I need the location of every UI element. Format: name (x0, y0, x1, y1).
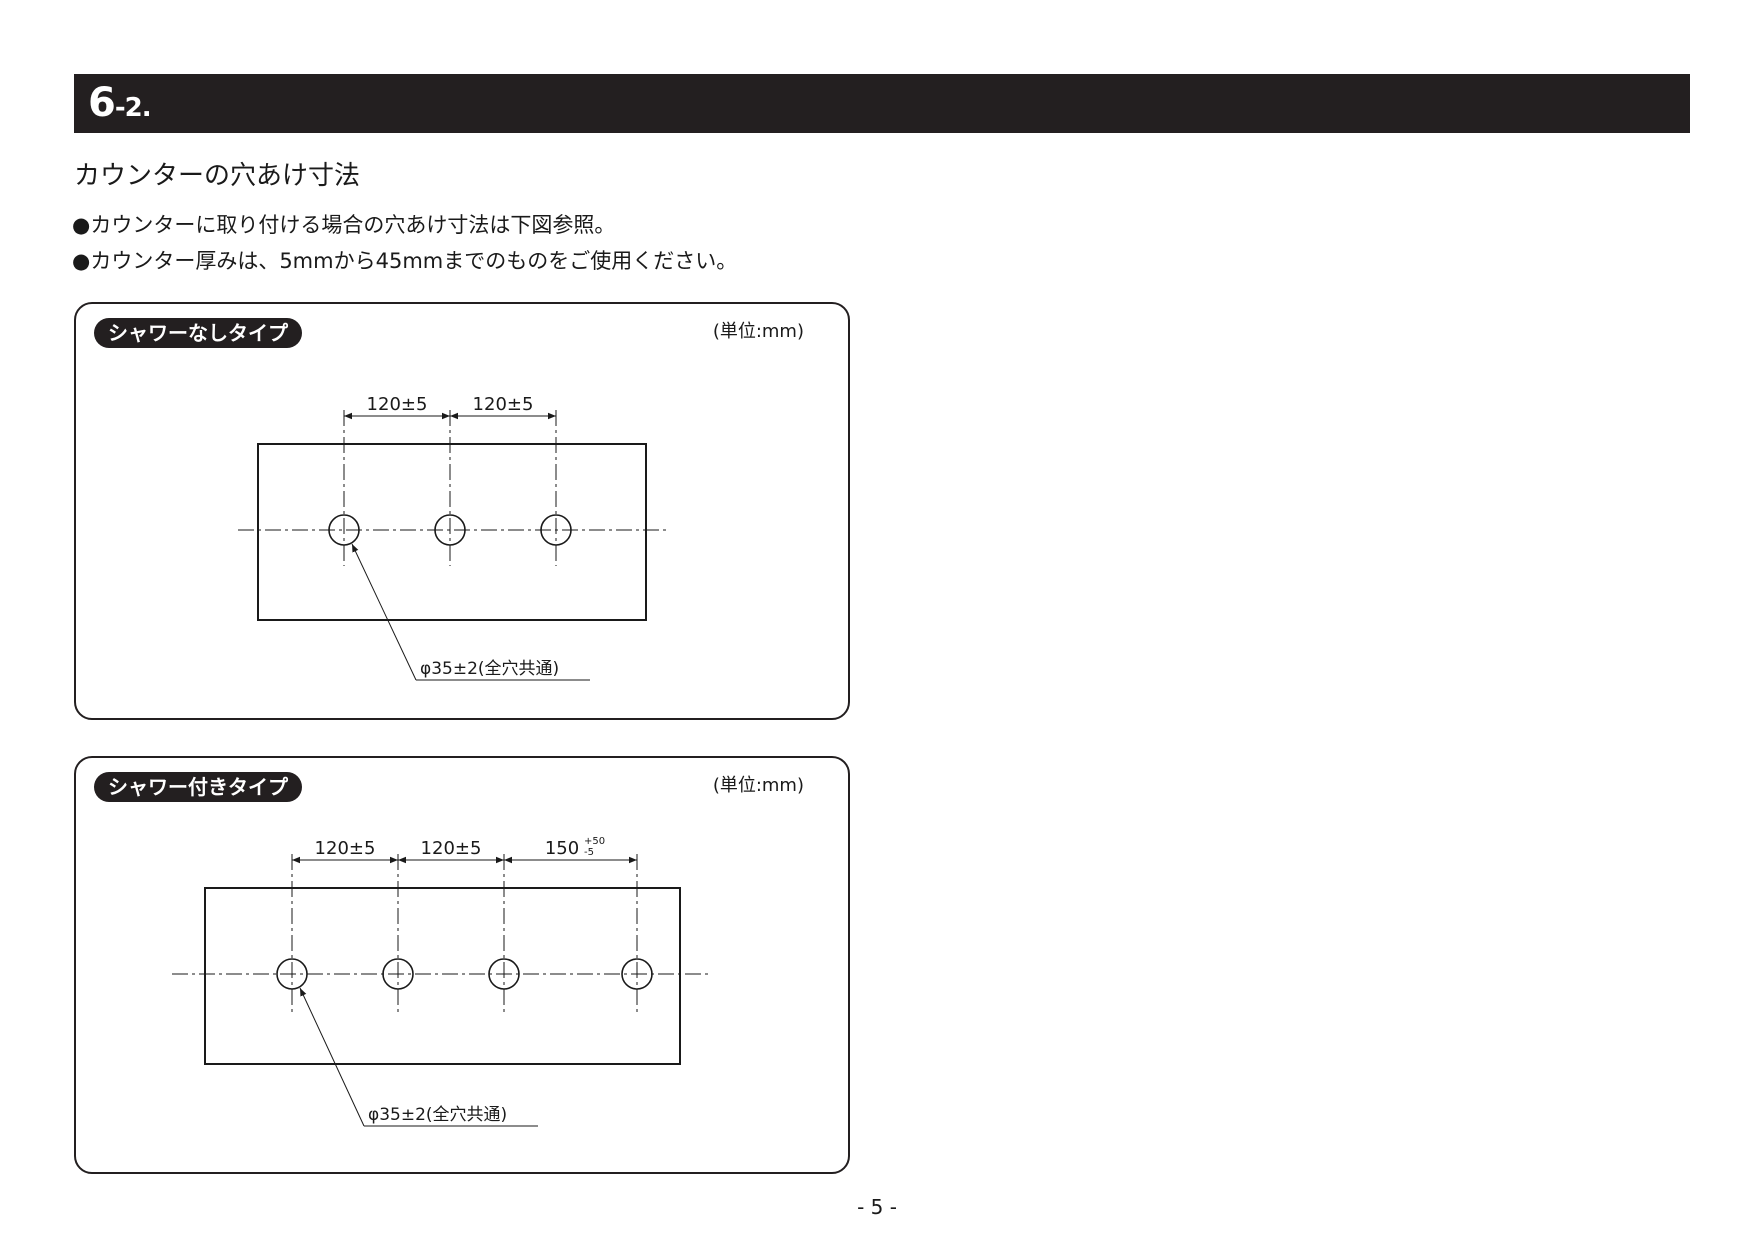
hole (276, 958, 308, 990)
page-number: - 5 - (857, 1195, 897, 1219)
hole-diagram-with-shower: 120±5 120±5 150 +50 -5 φ35±2(全穴共通) (172, 836, 710, 1127)
section-number-sub: -2. (114, 93, 152, 123)
hole (328, 514, 360, 546)
panel-tag-with-shower: シャワー付きタイプ (94, 772, 302, 802)
counter-plate (257, 443, 647, 621)
section-header-bar: 6-2. (74, 74, 1690, 133)
unit-label: (単位:mm) (712, 321, 804, 342)
callout-leader (299, 987, 365, 1127)
hole-diameter-callout: φ35±2(全穴共通) (368, 1105, 507, 1125)
hole-diagram-no-shower: 120±5 120±5 φ35±2(全穴共通) (238, 394, 670, 681)
hole (540, 514, 572, 546)
hole (621, 958, 653, 990)
dimension-label: 150 (545, 838, 579, 859)
section-number-main: 6 (88, 80, 116, 126)
panel-tag-no-shower: シャワーなしタイプ (94, 318, 302, 348)
diagram-panel-no-shower: シャワーなしタイプ (単位:mm) 120±5 120±5 φ35±2(全穴共通… (74, 302, 850, 720)
diagram-panel-with-shower: シャワー付きタイプ (単位:mm) 120±5 120±5 150 +50 -5 (74, 756, 850, 1174)
dimension-label: 120±5 (421, 838, 482, 859)
hole (382, 958, 414, 990)
note-thickness: ●カウンター厚みは、5mmから45mmまでのものをご使用ください。 (72, 249, 738, 273)
callout-leader (351, 543, 417, 681)
hole (434, 514, 466, 546)
dimension-label: 120±5 (315, 838, 376, 859)
section-number: 6-2. (88, 78, 152, 133)
hole (488, 958, 520, 990)
dimension-label: 120±5 (473, 394, 534, 415)
tolerance-lower: -5 (584, 847, 594, 858)
dimension-label: 120±5 (367, 394, 428, 415)
page-title: カウンターの穴あけ寸法 (74, 161, 361, 191)
unit-label: (単位:mm) (712, 775, 804, 796)
note-mounting: ●カウンターに取り付ける場合の穴あけ寸法は下図参照。 (72, 213, 616, 237)
counter-plate (204, 887, 681, 1065)
tolerance-upper: +50 (584, 836, 605, 847)
hole-diameter-callout: φ35±2(全穴共通) (420, 659, 559, 679)
